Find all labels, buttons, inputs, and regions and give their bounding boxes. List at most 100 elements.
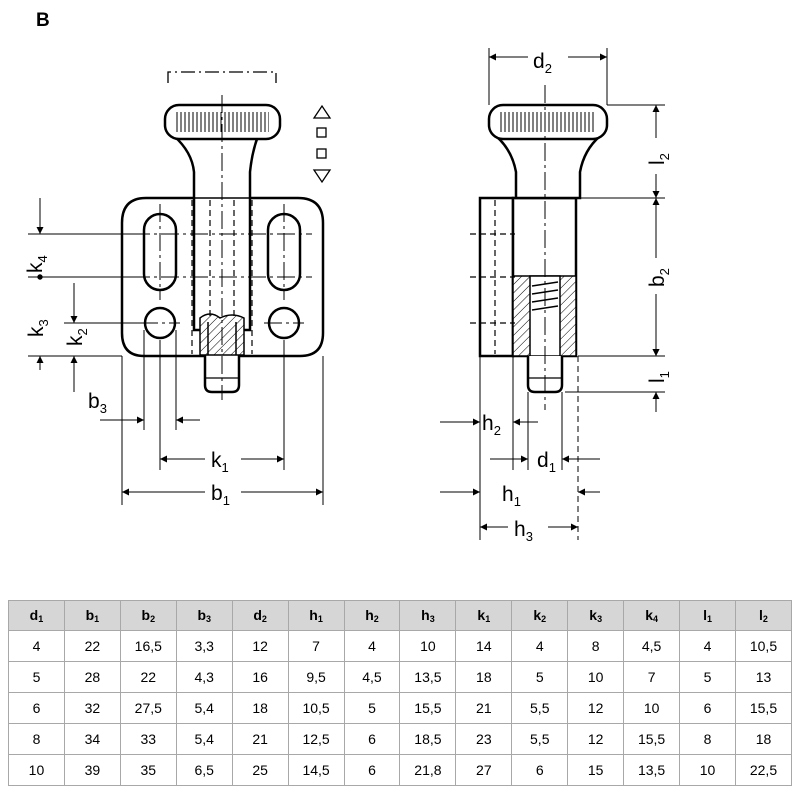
table-cell: 18 <box>231 692 289 724</box>
label-h2: h2 <box>482 412 501 438</box>
table-cell: 15,5 <box>734 692 793 724</box>
table-cell: 6 <box>8 692 65 724</box>
table-cell: 10 <box>567 661 625 693</box>
table-cell: 5,4 <box>175 692 233 724</box>
table-cell: 5,5 <box>511 723 569 755</box>
table-cell: 4 <box>511 630 569 662</box>
column-header: b2 <box>119 600 177 631</box>
column-header: h2 <box>343 600 401 631</box>
table-cell: 7 <box>287 630 345 662</box>
table-cell: 18,5 <box>399 723 457 755</box>
table-cell: 13,5 <box>399 661 457 693</box>
side-stem <box>492 134 604 200</box>
column-header: l1 <box>679 600 736 631</box>
table-cell: 4 <box>343 630 401 662</box>
table-cell: 33 <box>119 723 177 755</box>
table-cell: 5 <box>679 661 736 693</box>
table-cell: 10 <box>399 630 457 662</box>
label-k4: k4 <box>24 255 50 273</box>
column-header: h3 <box>399 600 457 631</box>
table-cell: 6 <box>343 723 401 755</box>
table-cell: 25 <box>231 754 289 786</box>
column-header: l2 <box>734 600 793 631</box>
table-cell: 13,5 <box>623 754 681 786</box>
table-cell: 35 <box>119 754 177 786</box>
label-b3: b3 <box>88 390 107 416</box>
table-cell: 22 <box>119 661 177 693</box>
table-cell: 22,5 <box>734 754 793 786</box>
table-cell: 21 <box>455 692 513 724</box>
table-cell: 8 <box>679 723 736 755</box>
table-cell: 27,5 <box>119 692 177 724</box>
table-cell: 14 <box>455 630 513 662</box>
table-cell: 5,5 <box>511 692 569 724</box>
arrow-down-icon <box>312 169 332 184</box>
table-cell: 5 <box>511 661 569 693</box>
table-cell: 10,5 <box>287 692 345 724</box>
column-header: b1 <box>63 600 121 631</box>
column-header: d2 <box>231 600 289 631</box>
table-cell: 6 <box>511 754 569 786</box>
knob-knurl <box>176 112 269 132</box>
table-cell: 8 <box>567 630 625 662</box>
table-cell: 12 <box>231 630 289 662</box>
table-cell: 21,8 <box>399 754 457 786</box>
label-h1: h1 <box>502 483 521 509</box>
label-b2: b2 <box>646 268 672 287</box>
label-l2: l2 <box>646 153 672 165</box>
table-cell: 28 <box>63 661 121 693</box>
view-label: B <box>36 10 50 31</box>
table-cell: 10 <box>623 692 681 724</box>
table-cell: 4 <box>8 630 65 662</box>
table-cell: 6,5 <box>175 754 233 786</box>
label-h3: h3 <box>514 518 533 544</box>
table-cell: 10,5 <box>734 630 793 662</box>
label-l1: l1 <box>646 371 672 383</box>
table-cell: 14,5 <box>287 754 345 786</box>
table-cell: 9,5 <box>287 661 345 693</box>
table-cell: 5 <box>343 692 401 724</box>
table-cell: 16 <box>231 661 289 693</box>
table-cell: 21 <box>231 723 289 755</box>
label-k2: k2 <box>64 328 90 346</box>
table-cell: 8 <box>8 723 65 755</box>
table-cell: 4 <box>679 630 736 662</box>
table-cell: 7 <box>623 661 681 693</box>
table-cell: 34 <box>63 723 121 755</box>
front-view: k4 k3 k2 b3 k1 b1 <box>24 71 332 508</box>
table-cell: 22 <box>63 630 121 662</box>
table-cell: 12 <box>567 692 625 724</box>
table-cell: 4,5 <box>343 661 401 693</box>
table-cell: 10 <box>679 754 736 786</box>
table-cell: 13 <box>734 661 793 693</box>
table-cell: 6 <box>679 692 736 724</box>
label-k1: k1 <box>211 449 229 475</box>
table-cell: 16,5 <box>119 630 177 662</box>
table-cell: 15 <box>567 754 625 786</box>
technical-drawing: k4 k3 k2 b3 k1 b1 <box>24 46 672 544</box>
label-d1: d1 <box>537 449 556 475</box>
knob-bracket <box>167 71 277 83</box>
arrow-up-icon <box>312 104 332 119</box>
table-cell: 27 <box>455 754 513 786</box>
table-cell: 12,5 <box>287 723 345 755</box>
table-cell: 18 <box>734 723 793 755</box>
column-header: k4 <box>623 600 681 631</box>
side-view: d2 l2 b2 l1 <box>440 46 672 544</box>
table-cell: 5,4 <box>175 723 233 755</box>
plunger-stem <box>170 134 260 332</box>
label-d2: d2 <box>533 50 552 76</box>
label-k3: k3 <box>25 319 51 337</box>
table-cell: 3,3 <box>175 630 233 662</box>
table-cell: 12 <box>567 723 625 755</box>
table-cell: 4,5 <box>623 630 681 662</box>
table-cell: 6 <box>343 754 401 786</box>
